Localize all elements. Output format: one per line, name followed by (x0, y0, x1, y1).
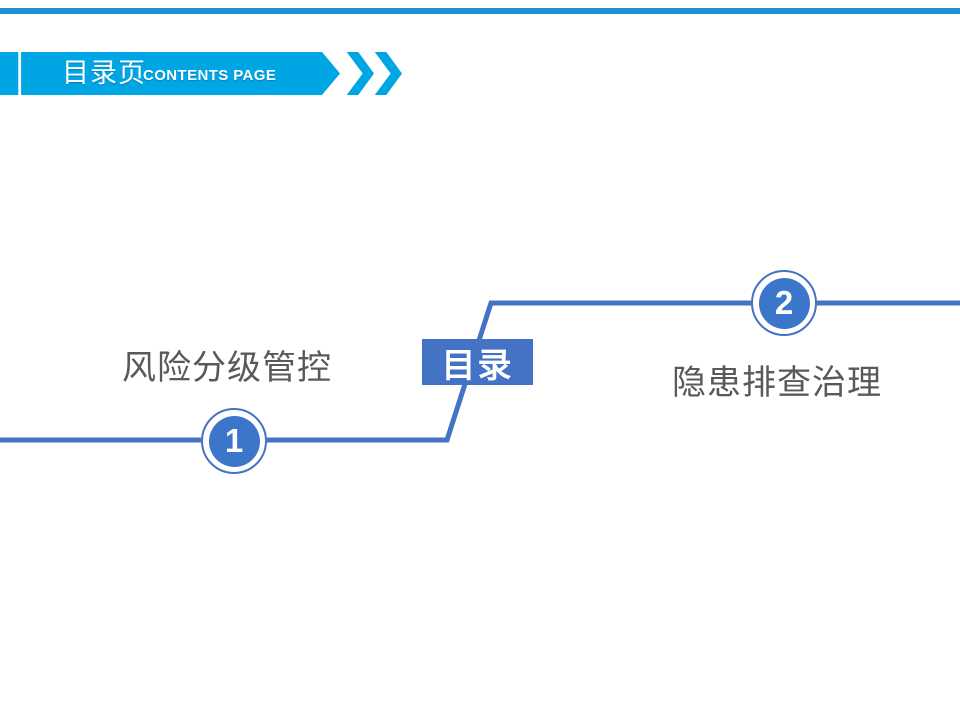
page-title: 目录页 (62, 58, 146, 88)
page-subtitle: CONTENTS PAGE (143, 67, 277, 84)
toc-item-2-number: 2 (758, 277, 810, 329)
chevron-right-icon (346, 52, 374, 95)
toc-item-2-label[interactable]: 隐患排查治理 (672, 365, 882, 402)
top-accent-bar (0, 8, 960, 14)
toc-item-1-label[interactable]: 风险分级管控 (122, 350, 332, 387)
toc-item-2-node[interactable]: 2 (751, 270, 817, 336)
toc-center-box: 目录 (422, 339, 533, 385)
toc-item-1-node[interactable]: 1 (201, 408, 267, 474)
toc-item-1-number: 1 (208, 415, 260, 467)
toc-label: 目录 (441, 346, 514, 385)
header-banner-ribbon (0, 52, 340, 95)
banner-divider-line (18, 52, 22, 95)
chevron-right-icon (374, 52, 402, 95)
